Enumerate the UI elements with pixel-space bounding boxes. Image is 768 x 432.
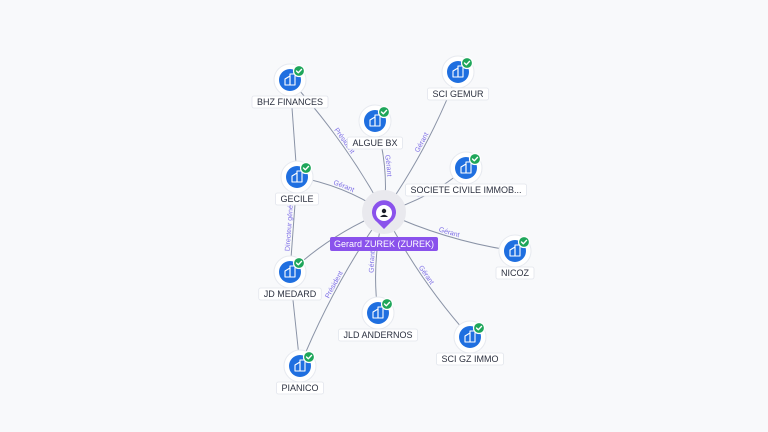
node-label-bg	[275, 192, 319, 206]
node-label: JLD ANDERNOS	[343, 330, 412, 340]
node-label: SCI GZ IMMO	[442, 354, 499, 364]
node-label: NICOZ	[501, 268, 530, 278]
company-node-gecile[interactable]: GECILE	[275, 160, 319, 206]
verified-check-icon	[292, 256, 306, 270]
edge-label: Directeur général	[285, 197, 296, 252]
company-node-gemur[interactable]: SCI GEMUR	[427, 55, 489, 101]
node-label-bg	[276, 381, 324, 395]
node-label: SCI GEMUR	[432, 89, 484, 99]
node-label-bg	[405, 183, 527, 197]
company-node-gzimmo[interactable]: SCI GZ IMMO	[436, 320, 504, 366]
company-node-medard[interactable]: JD MEDARD	[258, 255, 322, 301]
verified-check-icon	[380, 297, 394, 311]
edge-label: Gérant	[383, 154, 392, 176]
node-label: GECILE	[280, 194, 313, 204]
edge-label: Gérant	[369, 251, 377, 273]
edge-center-gzimmo: Gérant	[383, 211, 471, 338]
verified-check-icon	[460, 56, 474, 70]
verified-check-icon	[472, 321, 486, 335]
node-label-bg	[251, 95, 329, 109]
company-node-algue[interactable]: ALGUE BX	[347, 104, 403, 150]
verified-check-icon	[517, 235, 531, 249]
person-icon	[380, 208, 388, 217]
edge-label: Gérant	[438, 226, 460, 239]
node-label-bg	[436, 352, 504, 366]
verified-check-icon	[292, 64, 306, 78]
company-node-nicoz[interactable]: NICOZ	[495, 234, 535, 280]
edge-label: Gérant	[417, 265, 435, 287]
verified-check-icon	[377, 105, 391, 119]
center-node[interactable]: Gerard ZUREK (ZUREK)	[330, 190, 438, 251]
node-label-bg	[338, 328, 418, 342]
verified-check-icon	[302, 350, 316, 364]
edge-label: Président	[324, 270, 344, 300]
node-label-bg	[258, 287, 322, 301]
company-node-immob[interactable]: SOCIETE CIVILE IMMOB...	[405, 151, 527, 197]
node-label-bg	[427, 87, 489, 101]
node-label: ALGUE BX	[352, 138, 397, 148]
node-label-bg	[495, 266, 535, 280]
node-label-bg	[347, 136, 403, 150]
center-label: Gerard ZUREK (ZUREK)	[334, 239, 434, 249]
company-node-pianico[interactable]: PIANICO	[276, 349, 324, 395]
verified-check-icon	[299, 161, 313, 175]
nodes-layer: BHZ FINANCES ALGUE BX SCI GEMUR SOCIETE CIV…	[251, 55, 535, 395]
verified-check-icon	[468, 152, 482, 166]
node-label: PIANICO	[281, 383, 318, 393]
company-node-bhz[interactable]: BHZ FINANCES	[251, 63, 329, 109]
node-label: SOCIETE CIVILE IMMOB...	[410, 185, 521, 195]
edge-label: Gérant	[332, 180, 355, 195]
company-node-andernos[interactable]: JLD ANDERNOS	[338, 296, 418, 342]
node-label: JD MEDARD	[264, 289, 317, 299]
node-label: BHZ FINANCES	[257, 97, 323, 107]
center-label-bg	[330, 237, 438, 251]
